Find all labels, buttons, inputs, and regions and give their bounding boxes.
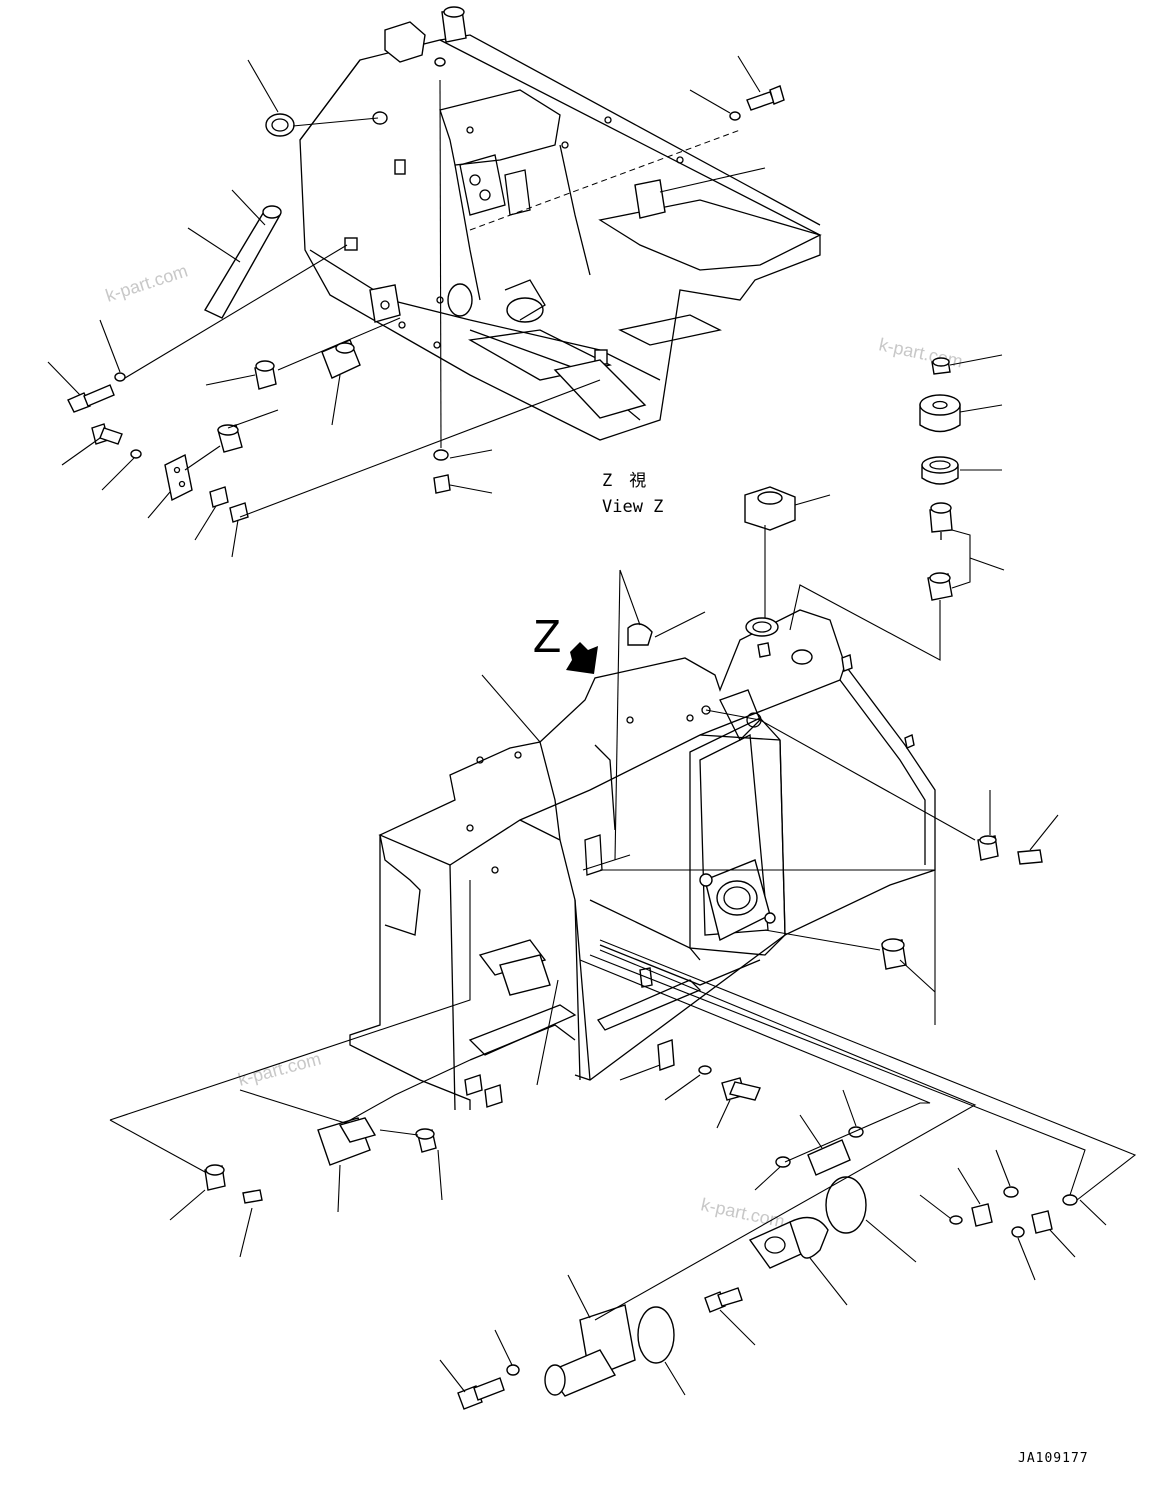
upper-loose-parts <box>67 85 785 523</box>
drawing-code: JA109177 <box>1018 1451 1089 1466</box>
view-marker-letter: Z <box>533 610 561 662</box>
watermark-4: k-part.com <box>699 1194 786 1231</box>
lower-loose-parts <box>204 835 1078 1410</box>
watermark-1: k-part.com <box>103 261 190 306</box>
upper-assembly-view <box>299 6 822 441</box>
watermark-2: k-part.com <box>877 334 964 371</box>
upper-leader-lines <box>47 55 766 558</box>
lower-leader-lines <box>109 569 1137 1396</box>
view-marker-arrow <box>566 642 598 674</box>
right-side-parts <box>744 357 961 601</box>
right-side-leaders <box>764 354 1005 661</box>
watermark-3: k-part.com <box>236 1049 323 1090</box>
view-marker-z: Z <box>533 610 598 674</box>
lower-assembly-view <box>349 609 936 1111</box>
view-z-label-en: View Z <box>602 497 663 517</box>
view-z-label-jp: Z 視 <box>602 471 646 491</box>
view-z-label: Z 視 View Z <box>602 471 663 517</box>
